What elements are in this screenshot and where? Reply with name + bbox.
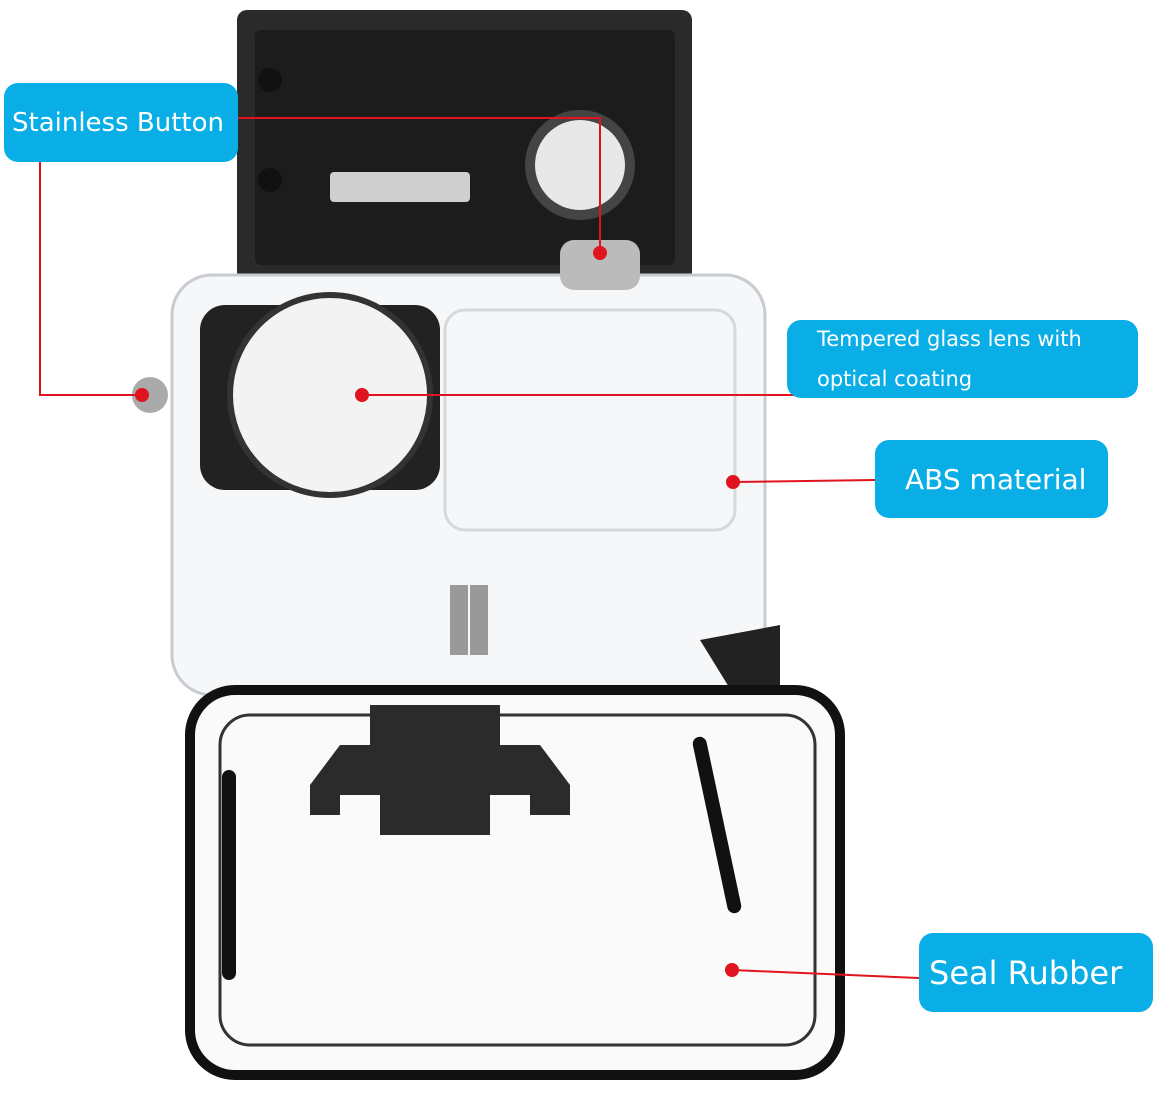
callout-text: optical coating [817, 367, 973, 391]
marker-dots [135, 246, 740, 977]
callout-text: ABS material [905, 462, 1087, 496]
callout-stainless-button: Stainless Button [4, 83, 238, 162]
leader-lines [39, 117, 920, 979]
clear-housing [132, 240, 780, 705]
callout-seal-rubber: Seal Rubber [919, 933, 1153, 1012]
bottom-door [185, 685, 845, 1080]
callout-abs-material: ABS material [875, 440, 1108, 518]
callout-tempered-glass: Tempered glass lens with optical coating [787, 320, 1138, 398]
callout-text: Tempered glass lens with [817, 327, 1082, 351]
back-lid [237, 10, 692, 282]
callout-text: Seal Rubber [929, 953, 1123, 992]
callout-text: Stainless Button [12, 107, 224, 138]
